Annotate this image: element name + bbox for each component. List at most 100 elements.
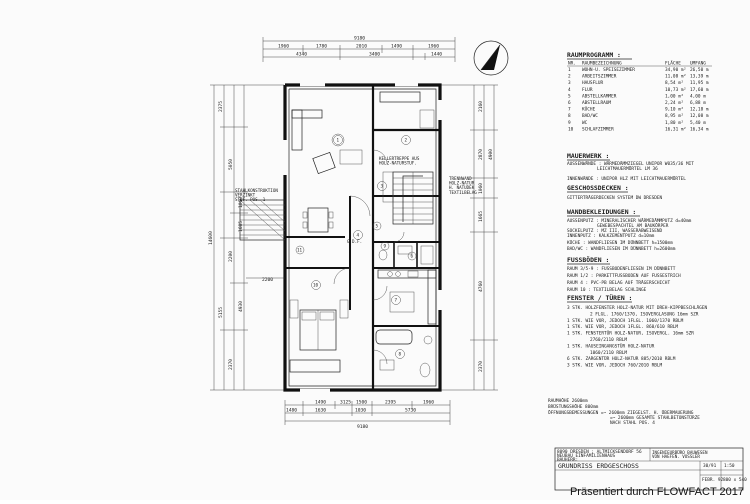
raum-cell: 16,31 m² (665, 126, 686, 132)
decken-line-1: GITTERTRÄGERDECKEN SYSTEM DW DRESDEN (567, 194, 663, 201)
walls (283, 83, 442, 392)
dim-top-b-2: 3400 (369, 52, 380, 58)
raum-cell: 4,00 m (690, 93, 706, 99)
title-cell-3: FEBR. 92 (702, 477, 724, 483)
dim-left-7: 4930 (238, 301, 244, 312)
fenster-line: 1 STK. FENSTERTÜR HOLZ-NATUR, ISOVERGL. … (567, 330, 694, 337)
fenster-line: 2 FLGL. 1760/1370, ISOVERGLASUNG 16mm SZ… (590, 311, 699, 317)
dim-bottom-b-1: 1480 (286, 408, 297, 414)
dim-left-2: 5050 (228, 159, 234, 170)
mauer-line-3: INNENWÄNDE : UNIPOR HLZ MIT LEICHTMAUERM… (567, 175, 686, 182)
room-number-3: 3 (381, 184, 384, 189)
raum-cell: 10,73 m² (665, 87, 686, 93)
bottom-dimensions: 1490 3125 1500 2395 1960 1480 1630 1030 … (284, 400, 451, 430)
dim-bottom-b-2: 1630 (315, 408, 326, 414)
raum-cell: 3 (568, 80, 571, 86)
room-number-4: 4 (357, 233, 360, 238)
dim-left-4: 1685 (238, 221, 244, 232)
legend-panel: RAUMPROGRAMM : NR. RAUMBEZEICHNUNG FLÄCH… (548, 51, 712, 426)
raum-cell: HAUSFLUR (582, 80, 604, 86)
dim-right-6: 4760 (478, 281, 484, 292)
title-address-3: BAUHERR: (557, 457, 578, 463)
left-dimensions: 14600 2375 5050 1060 1685 2200 5155 4930… (208, 84, 284, 391)
raum-cell: 9,10 m² (665, 107, 684, 113)
raum-cell: 5,40 m (690, 120, 706, 126)
dim-top-a-3: 2010 (356, 44, 367, 50)
raum-cell: ABSTELLRAUM (582, 100, 611, 106)
fenster-line: 6 STK. ZARGENTÜR HOLZ-NATUR 885/2010 RBL… (567, 355, 676, 362)
fenster-list: 3 STK. HOLZFENSTER HOLZ-NATUR MIT DREH-K… (567, 304, 707, 369)
raumprogramm-title: RAUMPROGRAMM : (567, 51, 621, 59)
raum-cell: WC (582, 120, 588, 126)
raum-cell: 12,08 m (690, 113, 709, 119)
dim-bottom-b-3: 1030 (355, 408, 366, 414)
hoehen-line-1: RAUMHÖHE 2600mm (548, 397, 588, 404)
dim-right-7: 2370 (478, 361, 484, 372)
fuss-line-1: RAUM 3/5-9 : FUSSBODENFLIESEN IM DÜNNBET… (567, 265, 676, 272)
title-cell-1: 30/91 (703, 463, 717, 469)
raum-col-perim: UMFANG (690, 61, 706, 67)
right-dimensions: 2160 2870 4900 1060 1665 4760 2370 (440, 84, 498, 391)
drawing-title: GRUNDRISS ERDGESCHOSS (558, 462, 639, 470)
wand-line-2: GEWEBESPACHTEL AM BAUKÖRPER (597, 222, 669, 229)
dim-right-3: 4900 (488, 149, 494, 160)
entrance-stair-structure (239, 199, 286, 241)
dim-top-a-4: 1490 (391, 44, 402, 50)
room-number-2: 2 (405, 138, 408, 143)
dim-bottom-a-3: 1500 (356, 400, 367, 406)
raum-cell: 8,54 m² (665, 80, 684, 86)
raum-cell: 1 (568, 67, 571, 73)
raum-cell: 34,90 m² (665, 67, 686, 73)
dim-top-a-5: 1960 (428, 44, 439, 50)
dim-top-a-2: 1780 (316, 44, 327, 50)
room-number-7: 7 (395, 298, 398, 303)
watermark-text: Präsentiert durch FLOWFACT 2017 (569, 486, 744, 498)
dim-bottom-a-5: 1960 (423, 400, 434, 406)
raum-cell: 1,80 m² (665, 120, 684, 126)
raum-col-name: RAUMBEZEICHNUNG (582, 61, 622, 67)
room-number-10: 10 (313, 283, 319, 288)
dim-bottom-b-4: 5730 (405, 408, 416, 414)
mauer-line-2: LEICHTMAUERMÖRTEL LM 36 (597, 165, 658, 172)
raum-cell: 16,34 m (690, 126, 709, 132)
mauerwerk-title: MAUERWERK : (567, 152, 609, 160)
raum-cell: ABSTELLKAMMER (582, 93, 617, 99)
hoehen-line-3: ÖFFNUNGSBEMESSUNGEN =~ 2600mm ZIEGELST. … (548, 409, 694, 416)
wand-title: WANDBEKLEIDUNGEN : (567, 208, 636, 216)
raum-cell: 9 (568, 120, 571, 126)
fenster-line: 1060/2110 RBLM (590, 350, 627, 356)
fenster-title: FENSTER / TÜREN : (567, 293, 632, 302)
raum-cell: 13,39 m (690, 74, 709, 80)
mid-dimension: 2200 (262, 277, 273, 283)
title-cell-4: 800 x 540 (723, 477, 747, 483)
raum-cell: 17,60 m (690, 87, 709, 93)
raum-cell: 12,18 m (690, 107, 709, 113)
dim-top-a-1: 1960 (278, 44, 289, 50)
dim-top-b-3: 1440 (431, 52, 442, 58)
raum-cell: 11,95 m (690, 80, 709, 86)
title-block: 8090 DRESDEN ; ALTMICKSENDORF 56 NEUBAU … (554, 447, 747, 491)
raum-cell: SCHLAFZIMMER (582, 126, 614, 132)
fenster-line: 3 STK. HOLZFENSTER HOLZ-NATUR MIT DREH-K… (567, 304, 707, 311)
dim-bottom-a-4: 2395 (385, 400, 396, 406)
raum-cell: WOHN-U. SPEISEZIMMER (582, 67, 635, 73)
wand-line-5: KÜCHE : WANDFLIESEN IM DÜNNBETT h=1500mm (567, 239, 673, 246)
dim-left-5: 2200 (228, 251, 234, 262)
dim-right-4: 1060 (478, 183, 484, 194)
raum-cell: 2 (568, 74, 571, 80)
wand-line-3: SOCKELPUTZ : MZ III, WASSERABWEISEND (567, 228, 663, 234)
raum-cell: 8 (568, 113, 571, 119)
hoehen-line-4: =~ 2600mm GESAMTE STAHLBETONSTÜRZE (610, 414, 700, 421)
raum-cell: 8,95 m² (665, 113, 684, 119)
raum-cell: 10 (568, 126, 574, 132)
raum-cell: 2,24 m² (665, 100, 684, 106)
raum-cell: BAD/WC (582, 113, 598, 119)
raum-cell: 7 (568, 107, 571, 113)
north-arrow-icon (473, 40, 509, 76)
raum-cell: KÜCHE (582, 106, 596, 113)
